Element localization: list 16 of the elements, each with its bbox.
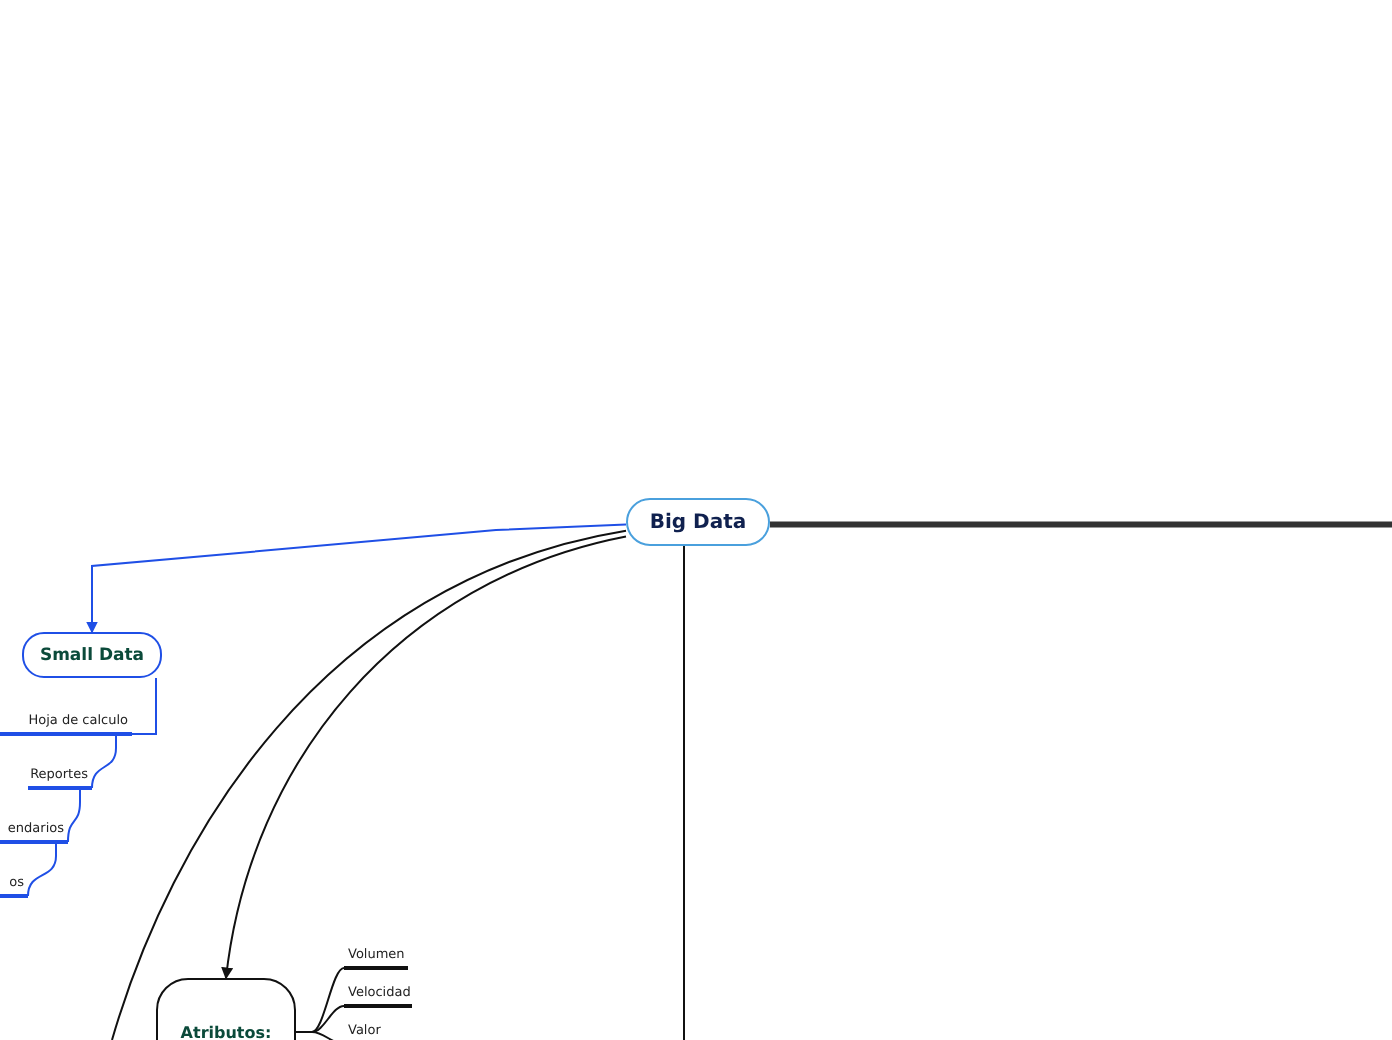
connector: [221, 535, 627, 980]
connector: [27, 843, 57, 897]
topic-pill: [626, 498, 770, 546]
connector: [683, 545, 685, 1040]
topic-label: Atributos:: [180, 1024, 272, 1040]
topic-pill: [22, 632, 162, 678]
topic-label: Big Data: [649, 511, 747, 533]
connector: [131, 677, 157, 735]
connector: [86, 523, 627, 634]
topic-label: Small Data: [39, 645, 145, 665]
subtopic: [344, 942, 408, 970]
connector: [770, 521, 1392, 528]
connector: [111, 529, 627, 1040]
connector: [91, 735, 117, 789]
connector: [67, 789, 81, 843]
subtopic: [344, 980, 412, 1008]
